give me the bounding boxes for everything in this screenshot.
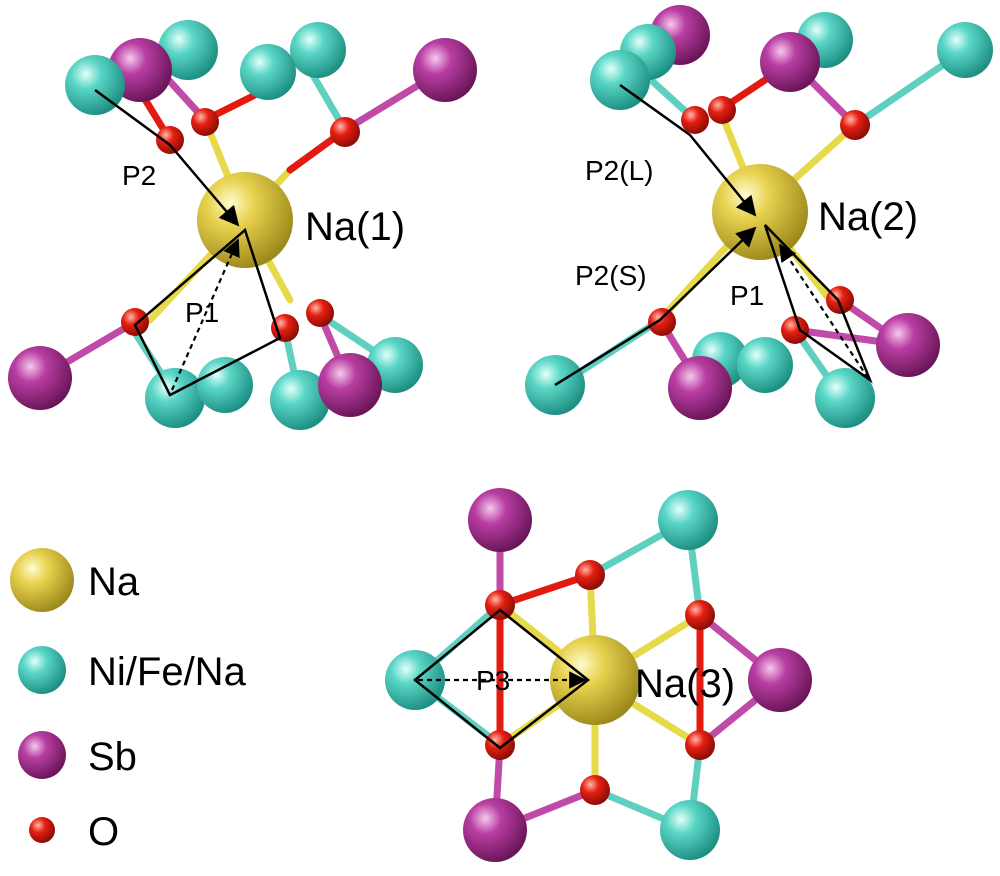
sb-atom — [668, 356, 732, 420]
sb-atom — [413, 38, 477, 102]
o-atom — [781, 316, 809, 344]
ni-atom — [158, 20, 218, 80]
site-label-na2: Na(2) — [818, 195, 918, 239]
o-atom — [580, 775, 610, 805]
path-label-p3: P3 — [476, 665, 510, 696]
legend-swatch-o — [29, 817, 55, 843]
legend-swatch-na — [10, 548, 74, 612]
ni-atom — [270, 370, 330, 430]
path-p2l-arrow — [619, 83, 757, 217]
legend-label-o: O — [88, 810, 119, 854]
ni-atom — [290, 22, 346, 78]
o-atom — [840, 110, 870, 140]
path-label-p2: P2 — [122, 160, 156, 191]
o-atom — [826, 286, 854, 314]
ni-atom — [197, 357, 253, 413]
path-p2-arrow — [94, 88, 240, 227]
legend-item-nifena: Ni/Fe/Na — [18, 646, 247, 694]
sb-atom — [8, 346, 72, 410]
legend: Na Ni/Fe/Na Sb O — [10, 548, 247, 854]
sb-atom — [468, 488, 532, 552]
path-label-p2l: P2(L) — [585, 155, 653, 186]
na-atom-site3 — [550, 635, 640, 725]
legend-item-na: Na — [10, 548, 140, 612]
o-atom — [685, 600, 715, 630]
path-p1-arrow — [170, 238, 240, 391]
ni-atom — [658, 490, 718, 550]
sb-atom — [318, 353, 382, 417]
legend-label-na: Na — [88, 560, 140, 604]
o-atom — [306, 299, 334, 327]
ni-atom — [145, 368, 205, 428]
sb-atom — [748, 648, 812, 712]
path-label-p2s: P2(S) — [575, 260, 647, 291]
sb-atom — [876, 313, 940, 377]
legend-label-nifena: Ni/Fe/Na — [88, 650, 247, 694]
panel-na2: Na(2) P2(L) P2(S) P1 — [525, 5, 993, 428]
o-atom — [330, 117, 360, 147]
path-label-p1-site2: P1 — [730, 280, 764, 311]
path-p3-polygon — [413, 608, 591, 750]
o-atom — [121, 308, 149, 336]
legend-item-o: O — [29, 810, 119, 854]
legend-swatch-sb — [18, 731, 66, 779]
panel-na1: Na(1) P2 P1 — [8, 20, 477, 430]
o-atom — [485, 730, 515, 760]
o-atom — [485, 590, 515, 620]
o-atom — [685, 730, 715, 760]
legend-item-sb: Sb — [18, 731, 137, 779]
o-atom — [648, 308, 676, 336]
o-atom — [575, 560, 605, 590]
path-p2s-arrow — [554, 226, 757, 387]
ni-atom — [737, 337, 793, 393]
na-atom-site1 — [197, 172, 293, 268]
o-atom — [271, 314, 299, 342]
ni-atom — [937, 22, 993, 78]
site-label-na1: Na(1) — [305, 205, 405, 249]
legend-swatch-nifena — [18, 646, 66, 694]
o-atom — [681, 106, 709, 134]
panel-na3: Na(3) P3 — [385, 488, 812, 862]
site-label-na3: Na(3) — [635, 662, 735, 706]
sb-atom — [760, 32, 820, 92]
o-atom — [156, 126, 184, 154]
sb-atom — [463, 798, 527, 862]
legend-label-sb: Sb — [88, 735, 137, 779]
ni-atom — [660, 800, 720, 860]
o-atom — [191, 108, 219, 136]
path-label-p1: P1 — [185, 297, 219, 328]
ni-atom — [815, 368, 875, 428]
path-p1-polygon — [133, 227, 282, 397]
o-atom — [708, 96, 736, 124]
path-p1-polygon-site2 — [763, 224, 873, 384]
ni-atom — [240, 44, 296, 100]
